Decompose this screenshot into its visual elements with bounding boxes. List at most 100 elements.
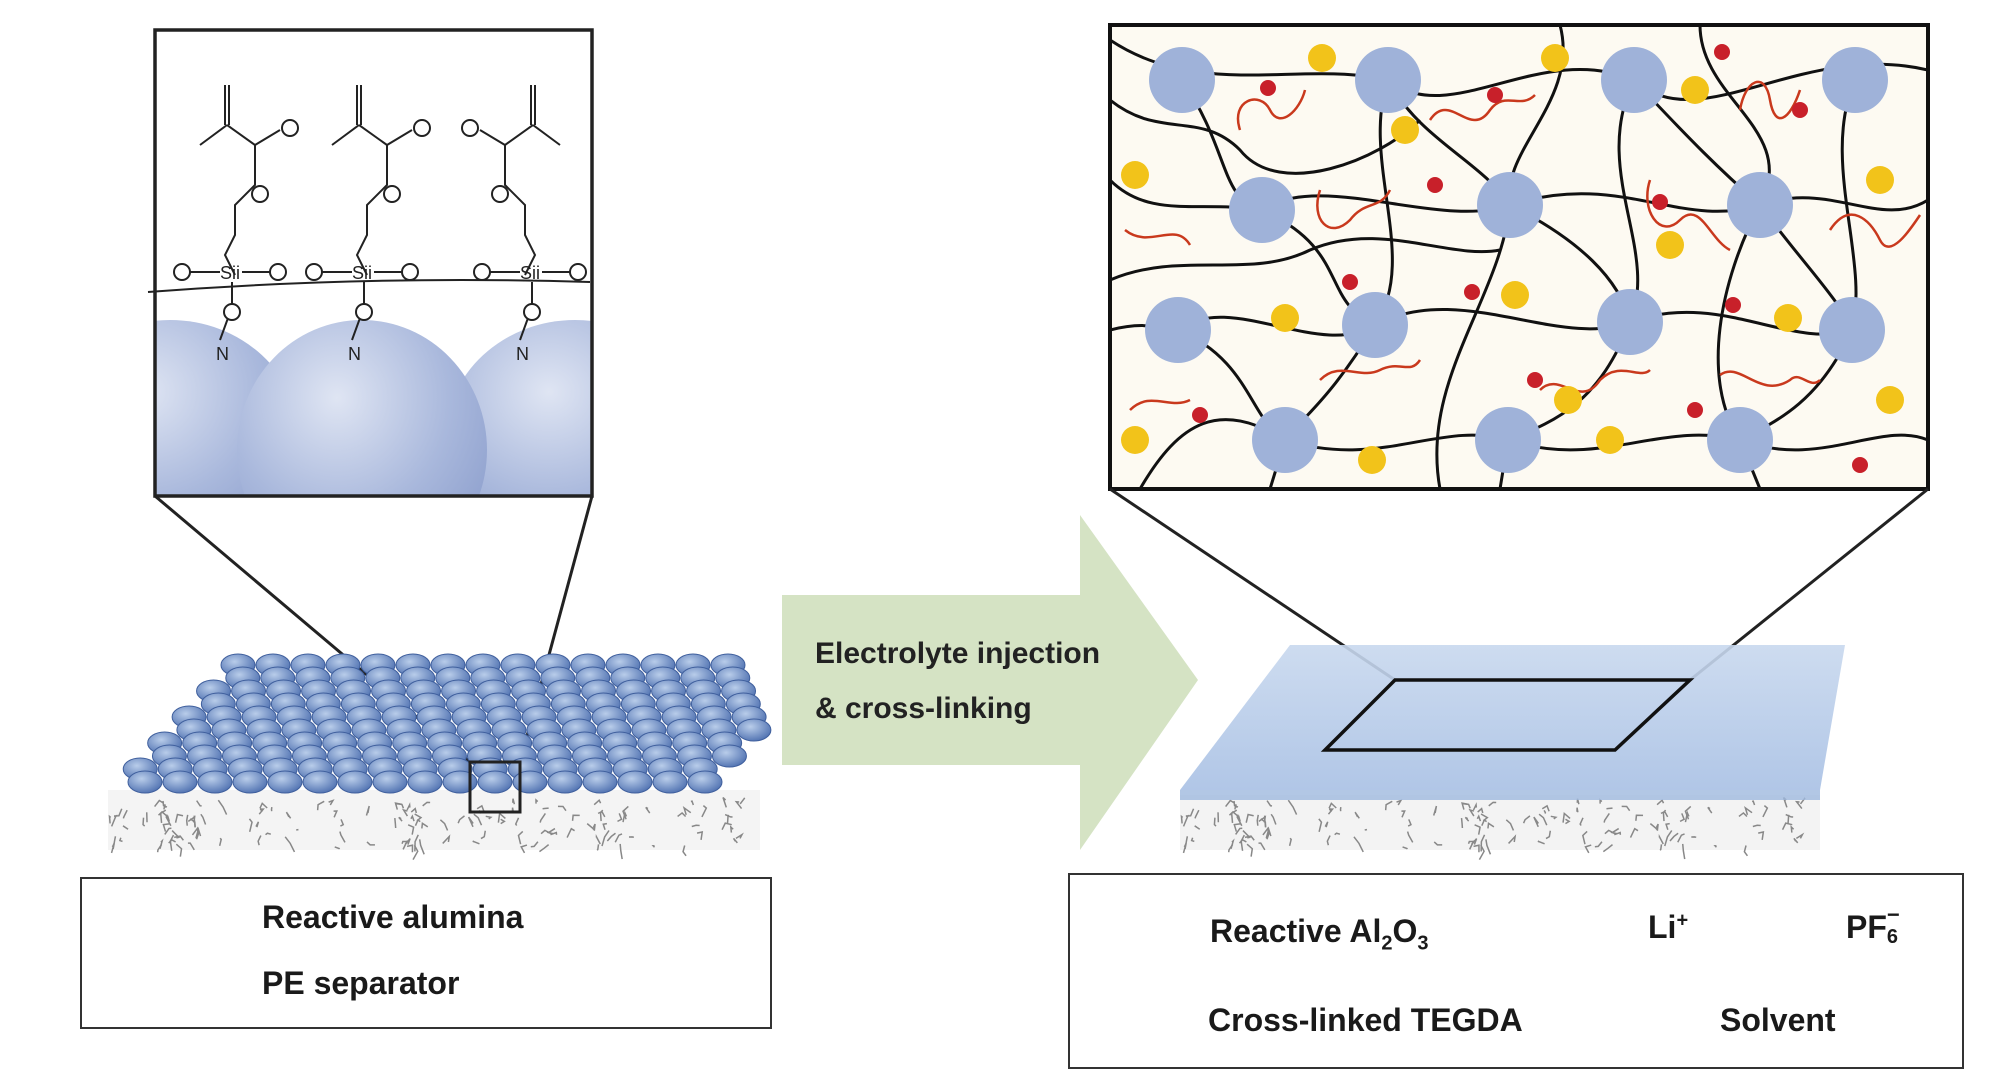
pe-fiber [1477,807,1484,814]
pf6-ion [1358,446,1386,474]
pe-fiber [334,846,341,850]
pe-fiber [1656,798,1665,806]
pe-fiber [195,826,202,839]
solvent-molecule [1428,94,1536,122]
li-ion [1487,87,1503,103]
pe-fiber [365,805,370,816]
pe-fiber [1476,814,1482,822]
pf6-ion [1554,386,1582,414]
pe-fiber [739,797,746,805]
pe-fiber [1629,827,1639,838]
pe-fiber [171,830,181,839]
pe-fiber [622,805,629,820]
pe-fiber [185,814,189,826]
solvent-molecule [1646,179,1731,252]
si-atom-label: Sii [520,263,540,283]
pe-fiber [1288,837,1292,846]
pe-fiber [1265,826,1272,839]
li-ion [1714,44,1730,60]
pe-fiber [339,831,346,843]
pf6-ion [1121,426,1149,454]
pe-fiber [259,807,263,813]
pe-fiber [366,841,375,846]
pe-fiber [1401,810,1406,818]
pe-fiber [1762,805,1769,818]
alumina-bead [617,770,653,794]
pe-fiber [1472,802,1478,811]
pe-fiber [1752,824,1761,828]
pe-fiber [1603,813,1610,823]
pe-fiber [1565,818,1571,825]
pe-fiber [1758,830,1765,840]
pe-fiber [530,841,539,848]
pe-fiber [677,811,687,818]
alumina-bead [711,744,747,768]
pe-fiber [142,817,146,827]
li-ion [1342,274,1358,290]
pe-fiber [1576,807,1579,813]
pe-fiber [1669,832,1679,842]
pe-fiber [619,843,623,860]
pe-fiber [1541,804,1550,812]
pe-fiber [1228,810,1240,818]
pf6-ion [1774,304,1802,332]
pe-fiber [476,804,485,812]
pe-fiber [1738,811,1748,818]
pe-fiber [1402,846,1408,850]
pe-fiber [1485,839,1492,855]
pe-fiber [395,802,405,809]
pe-fiber [517,830,524,845]
pe-fiber [316,800,325,811]
pe-fiber [1649,823,1658,831]
legend-reactive-al2o3-label: Reactive Al2O3 [1210,913,1429,955]
pe-fiber [1328,807,1332,813]
pe-fiber [1242,830,1252,839]
alumina-bead [477,770,513,794]
pe-fiber [442,834,451,844]
pe-fiber [1225,799,1236,808]
n-atom-label: N [348,344,361,364]
pe-fiber [394,818,397,829]
pe-fiber [593,798,602,806]
pe-fiber [1468,808,1475,817]
pe-fiber [265,832,272,836]
pe-fiber [1432,805,1438,816]
alumina-bead [652,770,688,794]
pe-fiber [1584,844,1592,854]
pe-fiber [722,796,728,808]
pe-fiber [1681,843,1686,860]
pe-fiber [1266,800,1273,807]
pe-fiber [1180,814,1184,824]
pe-fiber [485,815,493,820]
pe-fiber [1270,813,1277,825]
solvent-molecule [1719,370,1821,387]
pe-fiber [1664,830,1673,847]
pe-fiber [1480,813,1489,822]
li-ion [1464,284,1480,300]
pf6-ion [1308,44,1336,72]
pe-fiber [1263,815,1267,828]
pe-fiber [1684,810,1690,823]
solvent-molecule [1828,213,1922,248]
right-zoom-panel [1108,23,1930,491]
pe-fiber [187,842,195,851]
pe-fiber [406,844,414,853]
pe-fiber [1594,841,1603,848]
alumina-bead [162,770,198,794]
pe-fiber [645,806,651,814]
pe-fiber [421,822,429,829]
pe-fiber [285,811,292,819]
pe-fiber [401,840,409,845]
pe-fiber [542,807,549,810]
pe-fiber [439,819,449,831]
pe-fiber [1660,810,1669,818]
pe-fiber [200,813,207,825]
pe-fiber [1324,821,1329,828]
pe-fiber [586,823,595,831]
pe-fiber [682,845,687,857]
pe-fiber [1743,845,1749,857]
